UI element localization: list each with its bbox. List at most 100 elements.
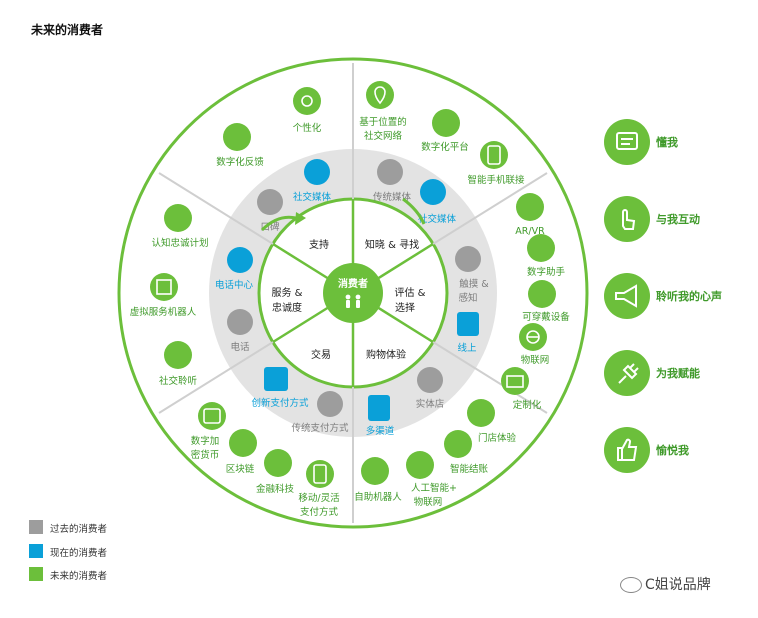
right-label: 愉悦我 [656,444,689,457]
chip-icon [150,273,178,301]
future-label: 密货币 [191,449,220,461]
plug-icon [604,350,650,396]
search-icon [455,246,481,272]
future-label: 个性化 [293,122,322,134]
blockchain-icon [229,429,257,457]
word-of-mouth-icon [257,189,283,215]
safe-icon [198,402,226,430]
future-label: 金融科技 [256,483,295,495]
current-label: 电话中心 [215,279,254,291]
right-label: 聆听我的心声 [656,290,722,303]
touch-hand-icon [604,196,650,242]
right-label: 与我互动 [656,213,700,226]
card-icon [317,391,343,417]
legend-swatch [29,567,43,581]
sector-awareness: 知晓 & 寻找 [365,238,419,251]
current-label: 多渠道 [366,425,395,437]
legend-swatch [29,544,43,558]
speaker-icon [457,312,479,336]
future-label: 支付方式 [300,506,339,518]
legend-label: 现在的消费者 [50,548,108,559]
sector-dividers [158,63,548,523]
arrow-arc [402,197,426,225]
sliders-icon [368,395,390,421]
future-label: 虚拟服务机器人 [130,306,197,318]
arrow-head [295,212,306,225]
future-label: 定制化 [513,399,542,411]
right-item-understand: 懂我 [604,119,754,167]
future-label: 可穿戴设备 [522,311,570,323]
right-item-interact: 与我互动 [604,196,754,244]
assistant-icon [527,234,555,262]
social-media-icon [304,159,330,185]
past-label: 感知 [458,292,477,304]
past-label: 触摸 & [459,278,489,290]
basket-icon [467,399,495,427]
right-item-listen: 聆听我的心声 [604,273,754,321]
right-item-delight: 愉悦我 [604,427,754,475]
radio-icon [377,159,403,185]
wechat-icon [620,577,642,593]
bank-store-icon [417,367,443,393]
social-media-icon [420,179,446,205]
right-label: 为我赋能 [656,367,700,380]
future-label: 智能手机联接 [467,174,525,186]
legend-label: 过去的消费者 [50,524,108,535]
mobile-wallet-icon [306,460,334,488]
future-label: 物联网 [521,354,550,366]
past-icons [227,159,481,417]
future-label: 自助机器人 [354,491,402,503]
sector-service-1: 服务 & [272,286,303,299]
future-label: 门店体验 [478,432,517,444]
future-label: 基于位置的 [359,116,407,128]
legend-swatch [29,520,43,534]
mobile-payment-icon [264,367,288,391]
share-icon [432,109,460,137]
wifi-signal-icon [406,451,434,479]
future-label: 智能结账 [450,463,489,475]
sector-support: 支持 [309,238,329,251]
future-label: 数字助手 [527,266,566,278]
location-pin-icon [366,81,394,109]
past-label: 口碑 [260,221,280,233]
future-label: 认知忠诚计划 [151,237,208,249]
center-label: 消费者 [338,277,368,290]
center-circle [323,263,383,323]
right-label: 懂我 [656,136,678,149]
future-label: 数字加 [191,435,220,447]
phone-icon [227,309,253,335]
future-label: 数字化平台 [421,141,469,153]
id-card-icon [604,119,650,165]
future-label: 区块链 [226,463,255,475]
past-label: 电话 [230,341,250,353]
past-label: 实体店 [416,398,445,410]
future-label: 社交聆听 [159,375,198,387]
future-label: 物联网 [414,496,443,508]
past-label: 传统媒体 [373,191,412,203]
future-label: AR/VR [515,226,545,237]
sector-shopping: 购物体验 [366,348,406,361]
social-listening-icon [164,341,192,369]
cloud-upload-icon [444,430,472,458]
past-label: 传统支付方式 [291,422,349,434]
people-icon [345,294,361,308]
future-label: 数字化反馈 [216,156,264,168]
coin-icon [264,449,292,477]
page-title: 未来的消费者 [31,23,104,37]
smartphone-icon [480,141,508,169]
current-label: 线上 [457,342,477,354]
megaphone-icon [604,273,650,319]
inner-dividers [272,199,434,387]
future-label: 人工智能+ [411,482,457,494]
sector-evaluate-2: 选择 [395,301,415,314]
gift-icon [501,367,529,395]
thumbs-up-icon [604,427,650,473]
robot-icon [361,457,389,485]
future-label: 移动/灵活 [298,492,340,504]
current-icons [227,159,479,421]
headset-icon [227,247,253,273]
right-item-empower: 为我赋能 [604,350,754,398]
current-label: 创新支付方式 [251,397,309,409]
sector-evaluate-1: 评估 & [395,286,426,299]
